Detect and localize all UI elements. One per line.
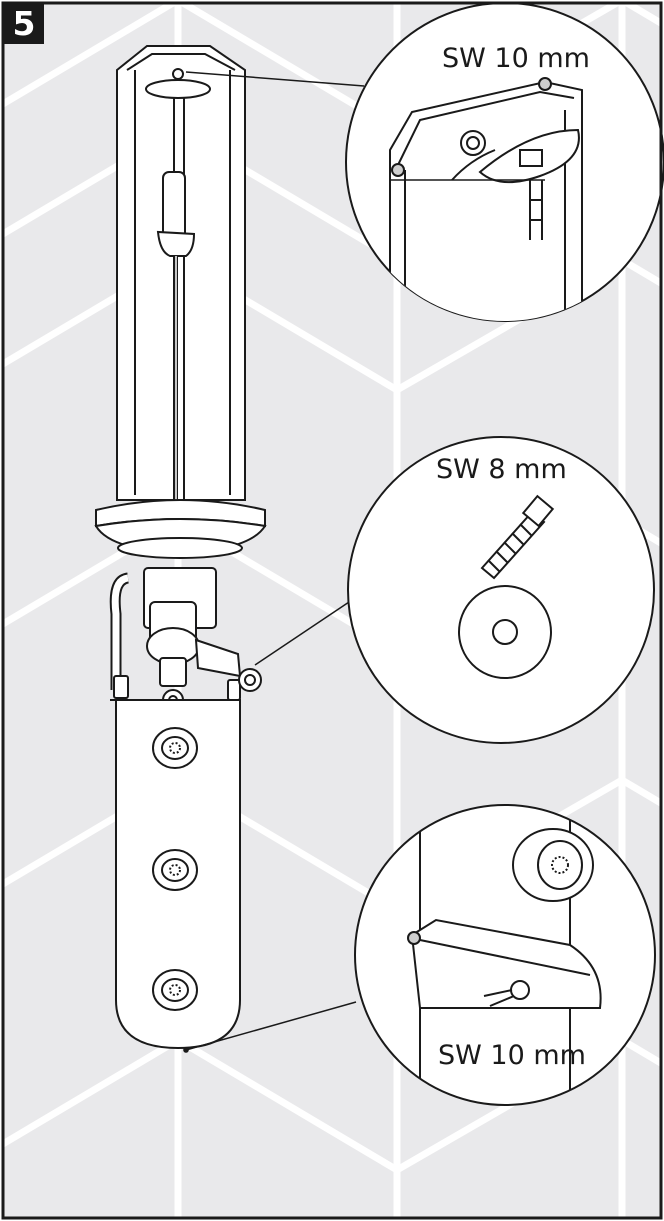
wrench-size-label-middle: SW 8 mm	[436, 454, 567, 485]
washer	[458, 585, 552, 679]
detail-view-lower-fixing	[354, 804, 656, 1106]
body-spray-nozzle	[152, 727, 198, 769]
shower-panel-upper	[116, 45, 246, 520]
wrench-size-label-lower: SW 10 mm	[438, 1040, 586, 1071]
shower-panel-shelf	[94, 499, 267, 559]
detail-view-connection-fitting	[347, 436, 655, 744]
callout-leader-lines	[185, 71, 365, 1051]
wrench-size-label-upper: SW 10 mm	[442, 43, 590, 74]
body-spray-nozzle	[152, 969, 198, 1011]
step-number-badge: 5	[4, 4, 44, 44]
threaded-bolt	[480, 494, 555, 580]
body-spray-nozzle	[152, 849, 198, 891]
detail-view-upper-fixing	[345, 2, 664, 322]
